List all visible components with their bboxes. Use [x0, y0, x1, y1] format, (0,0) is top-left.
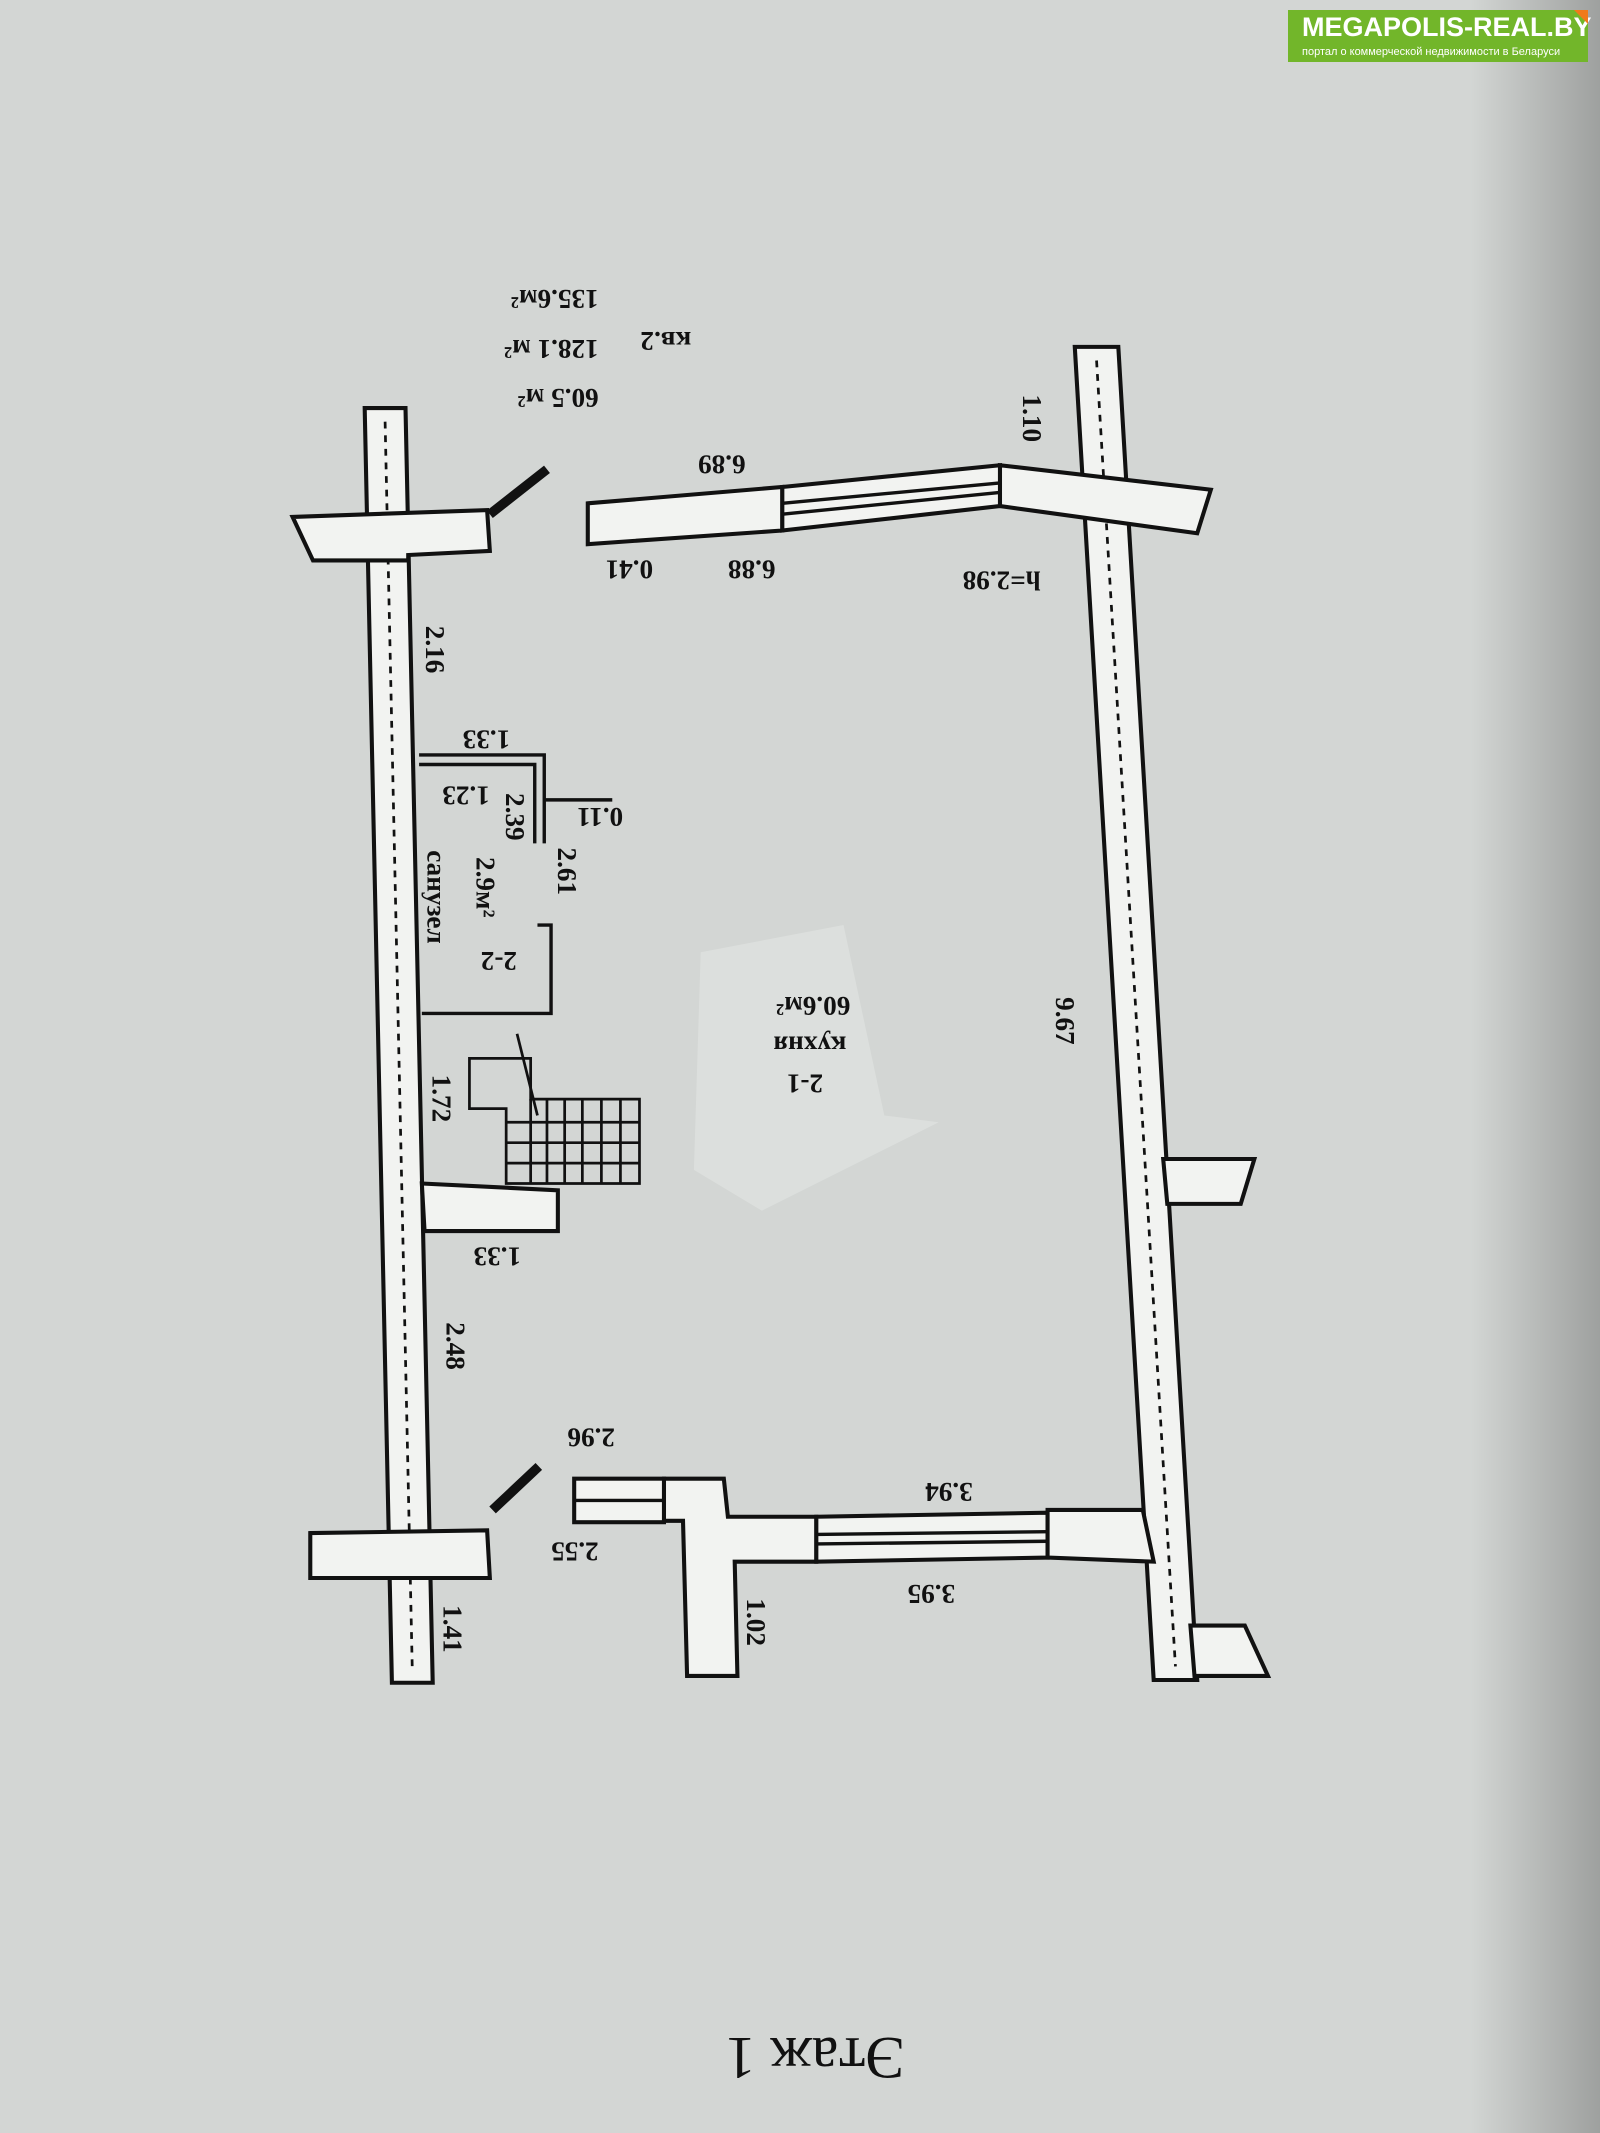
dimension-label: 0.41 [606, 554, 654, 584]
dimension-label: 0.11 [577, 802, 623, 832]
staircase [468, 1033, 641, 1185]
room-name: кухня [773, 1031, 846, 1061]
logo-corner-icon [1574, 10, 1588, 24]
room-name: санузел [421, 850, 451, 944]
dimension-label: 1.02 [741, 1598, 771, 1646]
dimension-label: 1.72 [427, 1075, 457, 1123]
logo-subtitle: портал о коммерческой недвижимости в Бел… [1302, 46, 1561, 58]
room-area: 60.6м² [776, 991, 850, 1021]
left-wall [289, 406, 493, 1685]
area-label: 128.1 м² [504, 334, 599, 364]
ceiling-height: h=2.98 [963, 565, 1041, 595]
bathroom-walls [419, 753, 613, 1016]
dimension-label: 1.10 [1017, 394, 1047, 442]
dimension-label: 3.95 [907, 1579, 955, 1609]
room-id: 2-2 [481, 946, 517, 976]
dimension-label: 2.61 [552, 847, 582, 895]
dimension-label: 2.48 [440, 1322, 470, 1370]
photo-shadow [1470, 0, 1600, 2133]
watermark-logo [693, 925, 939, 1211]
room-id: 2-1 [787, 1069, 823, 1099]
area-label: 135.6м² [511, 284, 599, 314]
interior-wall [419, 1181, 560, 1234]
dimension-label: 2.96 [567, 1422, 615, 1452]
door-top [486, 465, 550, 518]
dimension-label: 3.94 [925, 1477, 973, 1507]
dimension-label: 2.55 [551, 1537, 599, 1567]
site-logo[interactable]: MEGAPOLIS-REAL.BY портал о коммерческой … [1288, 10, 1592, 62]
apartment-label: кв.2 [640, 326, 691, 356]
labels: кв.2 60.5 м² 128.1 м² 135.6м² 1.10 6.89 … [420, 284, 1080, 2091]
dimension-label: 9.67 [1050, 997, 1080, 1045]
dimension-label: 6.89 [698, 450, 746, 480]
dimension-label: 6.88 [728, 554, 776, 584]
area-label: 60.5 м² [518, 383, 599, 413]
room-area: 2.9м² [470, 857, 500, 918]
bottom-wall-window [572, 1476, 1157, 1678]
door-bottom [489, 1462, 543, 1514]
dimension-label: 1.33 [474, 1241, 522, 1271]
dimension-label: 1.33 [463, 724, 511, 754]
dimension-label: 2.39 [500, 793, 530, 841]
dimension-label: 1.41 [438, 1605, 468, 1653]
dimension-label: 2.16 [420, 626, 450, 674]
dimension-label: 1.23 [442, 780, 490, 810]
floor-label: Этаж 1 [726, 2025, 905, 2091]
logo-title: MEGAPOLIS-REAL.BY [1302, 12, 1592, 42]
top-wall-window [585, 462, 1003, 547]
right-wall [997, 344, 1272, 1683]
